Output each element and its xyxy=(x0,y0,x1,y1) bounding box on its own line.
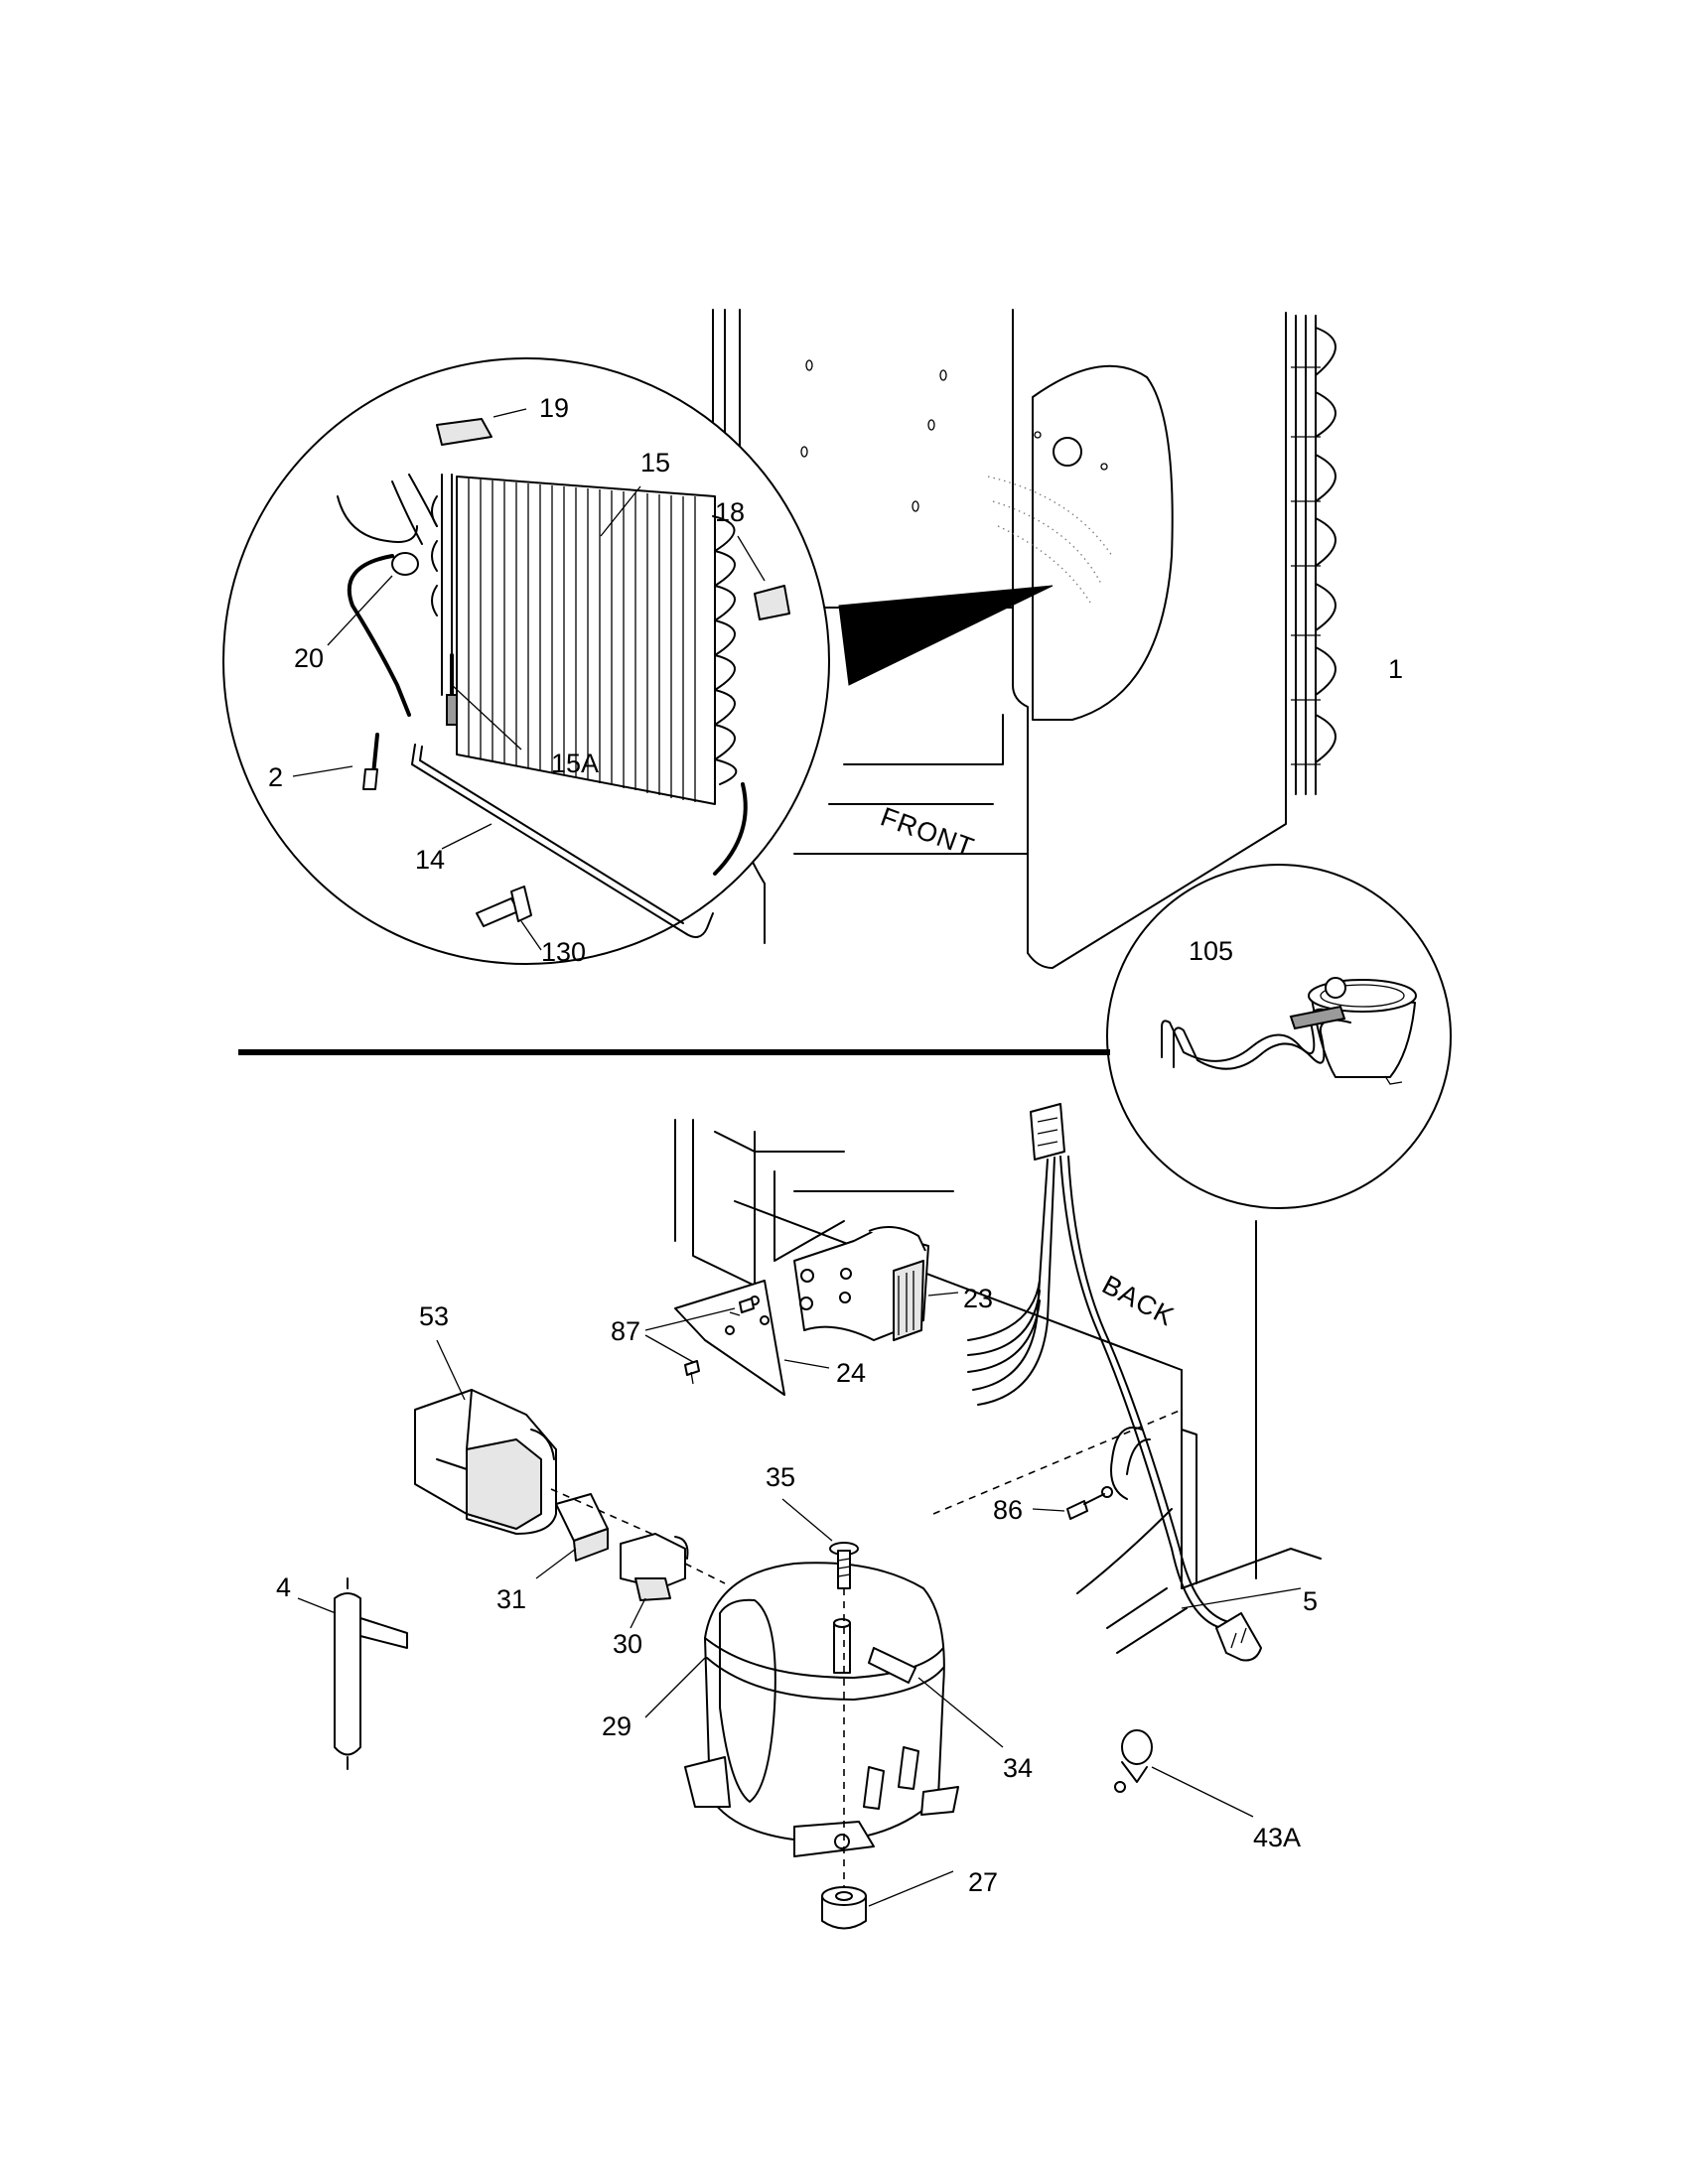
evaporator-fins xyxy=(431,474,738,805)
callout-14: 14 xyxy=(415,845,445,875)
relay-cover-drawing xyxy=(414,1339,557,1535)
callout-24: 24 xyxy=(836,1358,866,1388)
callout-2: 2 xyxy=(268,762,283,792)
overload-drawing xyxy=(620,1533,726,1629)
part-callouts: 19 15 18 20 15A 2 14 130 1 105 53 87 23 … xyxy=(268,393,1403,1897)
callout-53: 53 xyxy=(419,1301,449,1331)
callout-87: 87 xyxy=(611,1316,640,1346)
callout-15: 15 xyxy=(640,448,670,478)
ground-screw-drawing xyxy=(1032,1486,1113,1520)
callout-1: 1 xyxy=(1388,654,1403,684)
callout-4: 4 xyxy=(276,1572,291,1602)
callout-5: 5 xyxy=(1303,1586,1318,1616)
callout-23: 23 xyxy=(963,1284,993,1313)
drain-pan-detail-circle xyxy=(1106,864,1452,1209)
timer-bracket-drawing xyxy=(644,1280,830,1396)
evaporator-detail-circle xyxy=(222,357,830,965)
tube-clamp-drawing xyxy=(1114,1729,1254,1818)
callout-27: 27 xyxy=(968,1867,998,1897)
callout-18: 18 xyxy=(715,497,745,527)
callout-43a: 43A xyxy=(1253,1823,1301,1852)
callout-19: 19 xyxy=(539,393,569,423)
callout-34: 34 xyxy=(1003,1753,1033,1783)
callout-30: 30 xyxy=(613,1629,642,1659)
callout-20: 20 xyxy=(294,643,324,673)
defrost-timer-drawing xyxy=(793,1226,959,1341)
callout-105: 105 xyxy=(1189,936,1233,966)
condenser-coil-drawing xyxy=(1291,315,1336,795)
leader-line-34 xyxy=(917,1677,1004,1748)
callout-31: 31 xyxy=(496,1584,526,1614)
back-label: BACK xyxy=(1097,1270,1180,1332)
cabinet-drawing xyxy=(712,309,1287,969)
wiring-harness-drawing xyxy=(967,1103,1302,1662)
filter-drier-drawing xyxy=(297,1577,408,1770)
callout-130: 130 xyxy=(541,937,586,967)
callout-29: 29 xyxy=(602,1711,632,1741)
grommet-drawing xyxy=(821,1870,954,1930)
compressor-drawing xyxy=(644,1562,959,1857)
callout-35: 35 xyxy=(766,1462,795,1492)
callout-86: 86 xyxy=(993,1495,1023,1525)
machine-compartment-drawing xyxy=(674,1119,1322,1589)
callout-15a: 15A xyxy=(551,749,599,778)
mounting-bolt-drawing xyxy=(781,1498,859,1906)
